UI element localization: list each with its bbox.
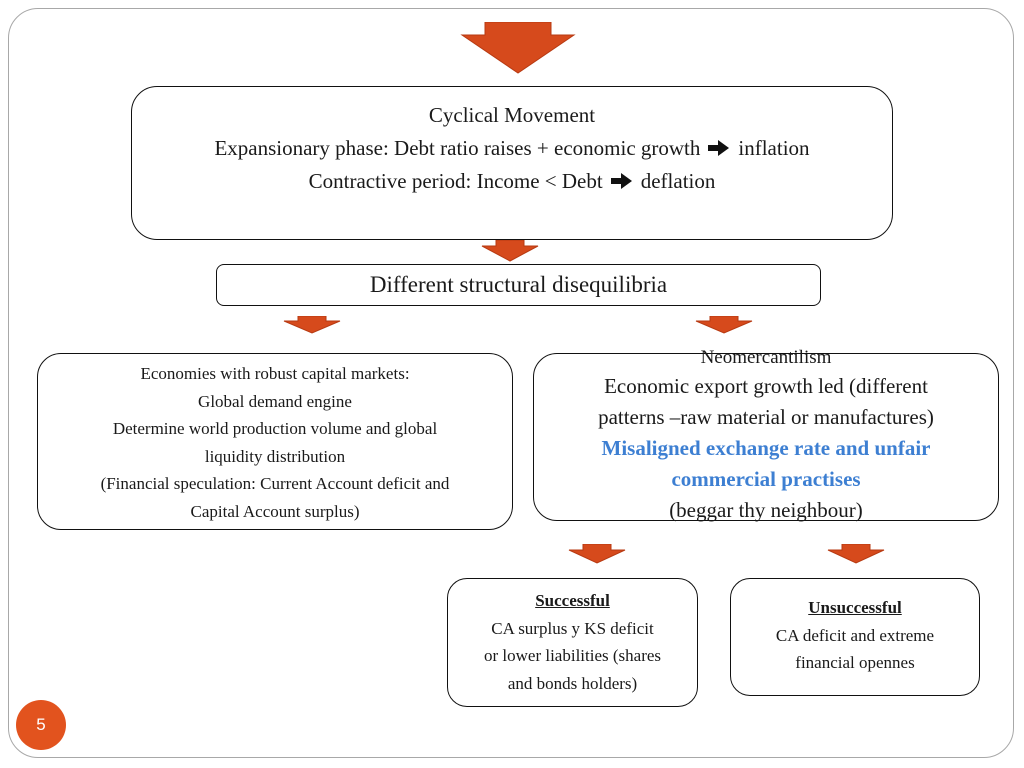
unsuccessful-line: financial opennes — [795, 653, 915, 672]
unsuccessful-box: Unsuccessful CA deficit and extreme fina… — [730, 578, 980, 696]
neomerc-line: Economic export growth led (different — [604, 374, 928, 398]
unsuccessful-title: Unsuccessful — [808, 598, 902, 617]
robust-capital-markets-box: Economies with robust capital markets: G… — [37, 353, 513, 530]
successful-title: Successful — [535, 591, 610, 610]
successful-box: Successful CA surplus y KS deficit or lo… — [447, 578, 698, 707]
robust-line: Capital Account surplus) — [190, 501, 360, 521]
neomercantilism-box: Neomercantilism Economic export growth l… — [533, 347, 999, 522]
down-arrow-icon — [283, 316, 341, 334]
slide-frame — [8, 8, 1014, 758]
expansionary-phase-line: Expansionary phase: Debt ratio raises + … — [132, 132, 892, 165]
neomercantilism-text: Neomercantilism Economic export growth l… — [534, 344, 998, 526]
structural-title: Different structural disequilibria — [369, 272, 668, 297]
inflation-text: inflation — [738, 136, 810, 160]
structural-disequilibria-box: Different structural disequilibria — [216, 264, 821, 306]
page-number-badge: 5 — [16, 700, 66, 750]
down-arrow-icon — [695, 316, 753, 334]
down-arrow-icon — [568, 544, 626, 564]
robust-line: Determine world production volume and gl… — [112, 419, 438, 438]
down-arrow-icon — [481, 240, 539, 262]
deflation-text: deflation — [640, 169, 716, 193]
robust-line: liquidity distribution — [204, 446, 346, 466]
misaligned-exchange-rate-text: Misaligned exchange rate and unfair — [601, 436, 931, 460]
contractive-text: Contractive period: Income < Debt — [308, 169, 603, 193]
right-arrow-icon — [610, 173, 632, 189]
neomercantilism-title: Neomercantilism — [700, 347, 832, 368]
successful-line: and bonds holders) — [507, 673, 638, 693]
unsuccessful-line: CA deficit and extreme — [775, 625, 935, 645]
top-down-arrow-icon — [460, 22, 576, 74]
beggar-thy-neighbour-text: (beggar thy neighbour) — [669, 498, 863, 522]
down-arrow-icon — [827, 544, 885, 564]
successful-line: CA surplus y KS deficit — [491, 618, 654, 638]
expansionary-text: Expansionary phase: Debt ratio raises + … — [214, 136, 701, 160]
neomerc-line: patterns –raw material or manufactures) — [598, 405, 934, 429]
cyclical-title: Cyclical Movement — [428, 103, 596, 127]
right-arrow-icon — [708, 140, 730, 156]
commercial-practises-text: commercial practises — [671, 467, 861, 491]
robust-line: (Financial speculation: Current Account … — [100, 474, 450, 493]
robust-line: Global demand engine — [198, 391, 352, 411]
robust-line: Economies with robust capital markets: — [140, 364, 410, 383]
successful-line: or lower liabilities (shares — [483, 646, 662, 665]
contractive-period-line: Contractive period: Income < Debt deflati… — [132, 165, 892, 198]
cyclical-movement-box: Cyclical Movement Expansionary phase: De… — [131, 86, 893, 240]
